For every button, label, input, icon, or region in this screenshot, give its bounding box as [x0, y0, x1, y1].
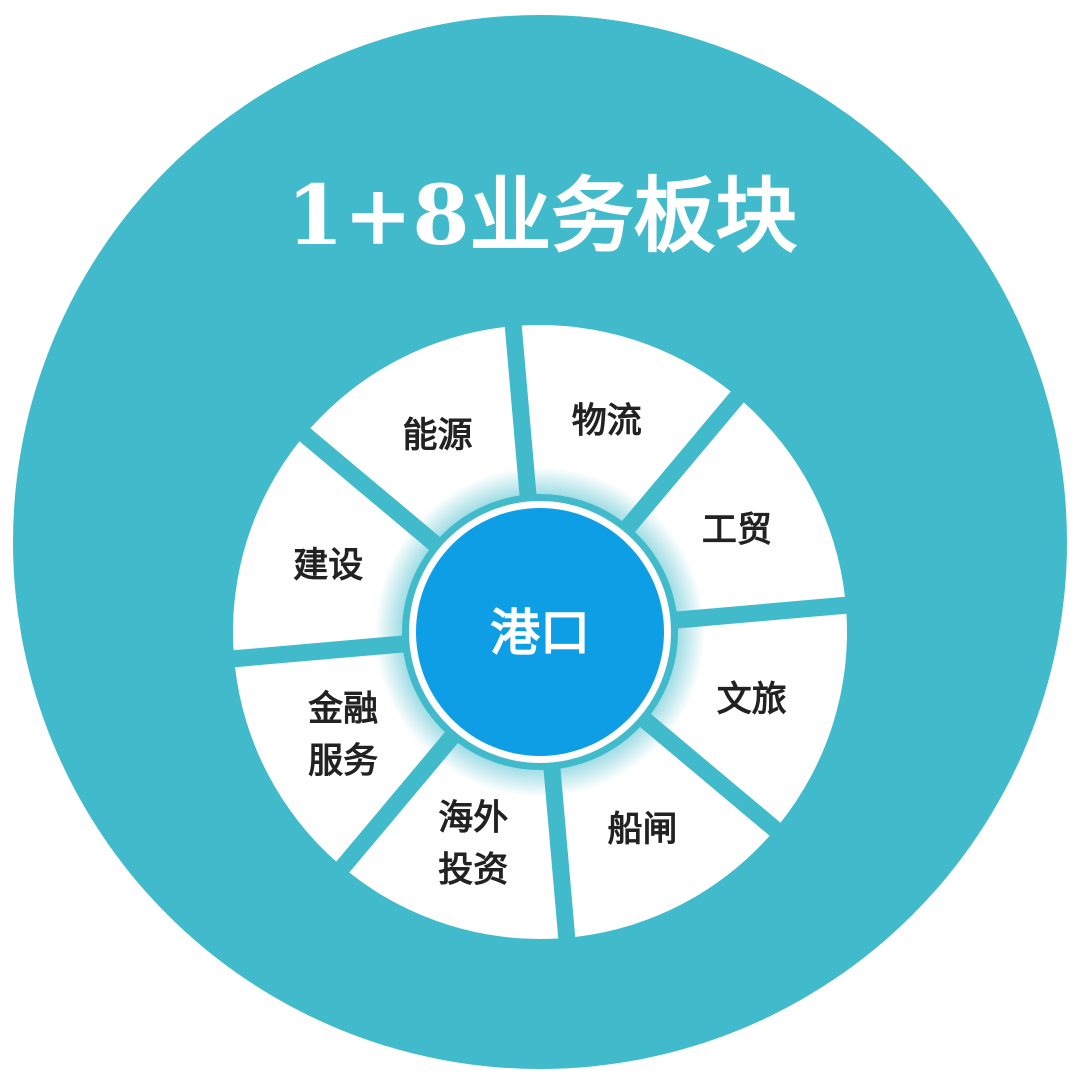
- segment-label: 工贸: [702, 511, 772, 551]
- center-label: 港口: [490, 604, 590, 662]
- segment-label: 物流: [572, 401, 642, 441]
- segment-label: 投资: [438, 851, 508, 891]
- center-circle: [416, 508, 664, 756]
- segment-label: 海外: [438, 799, 508, 839]
- segment-label: 文旅: [717, 680, 787, 720]
- diagram-title: 1+8业务板块: [287, 168, 798, 264]
- segment-label: 建设: [293, 546, 363, 586]
- segment-label: 服务: [308, 742, 378, 782]
- segment-label: 能源: [402, 416, 472, 456]
- segment-label: 船闸: [607, 810, 677, 850]
- segment-label: 金融: [307, 689, 378, 730]
